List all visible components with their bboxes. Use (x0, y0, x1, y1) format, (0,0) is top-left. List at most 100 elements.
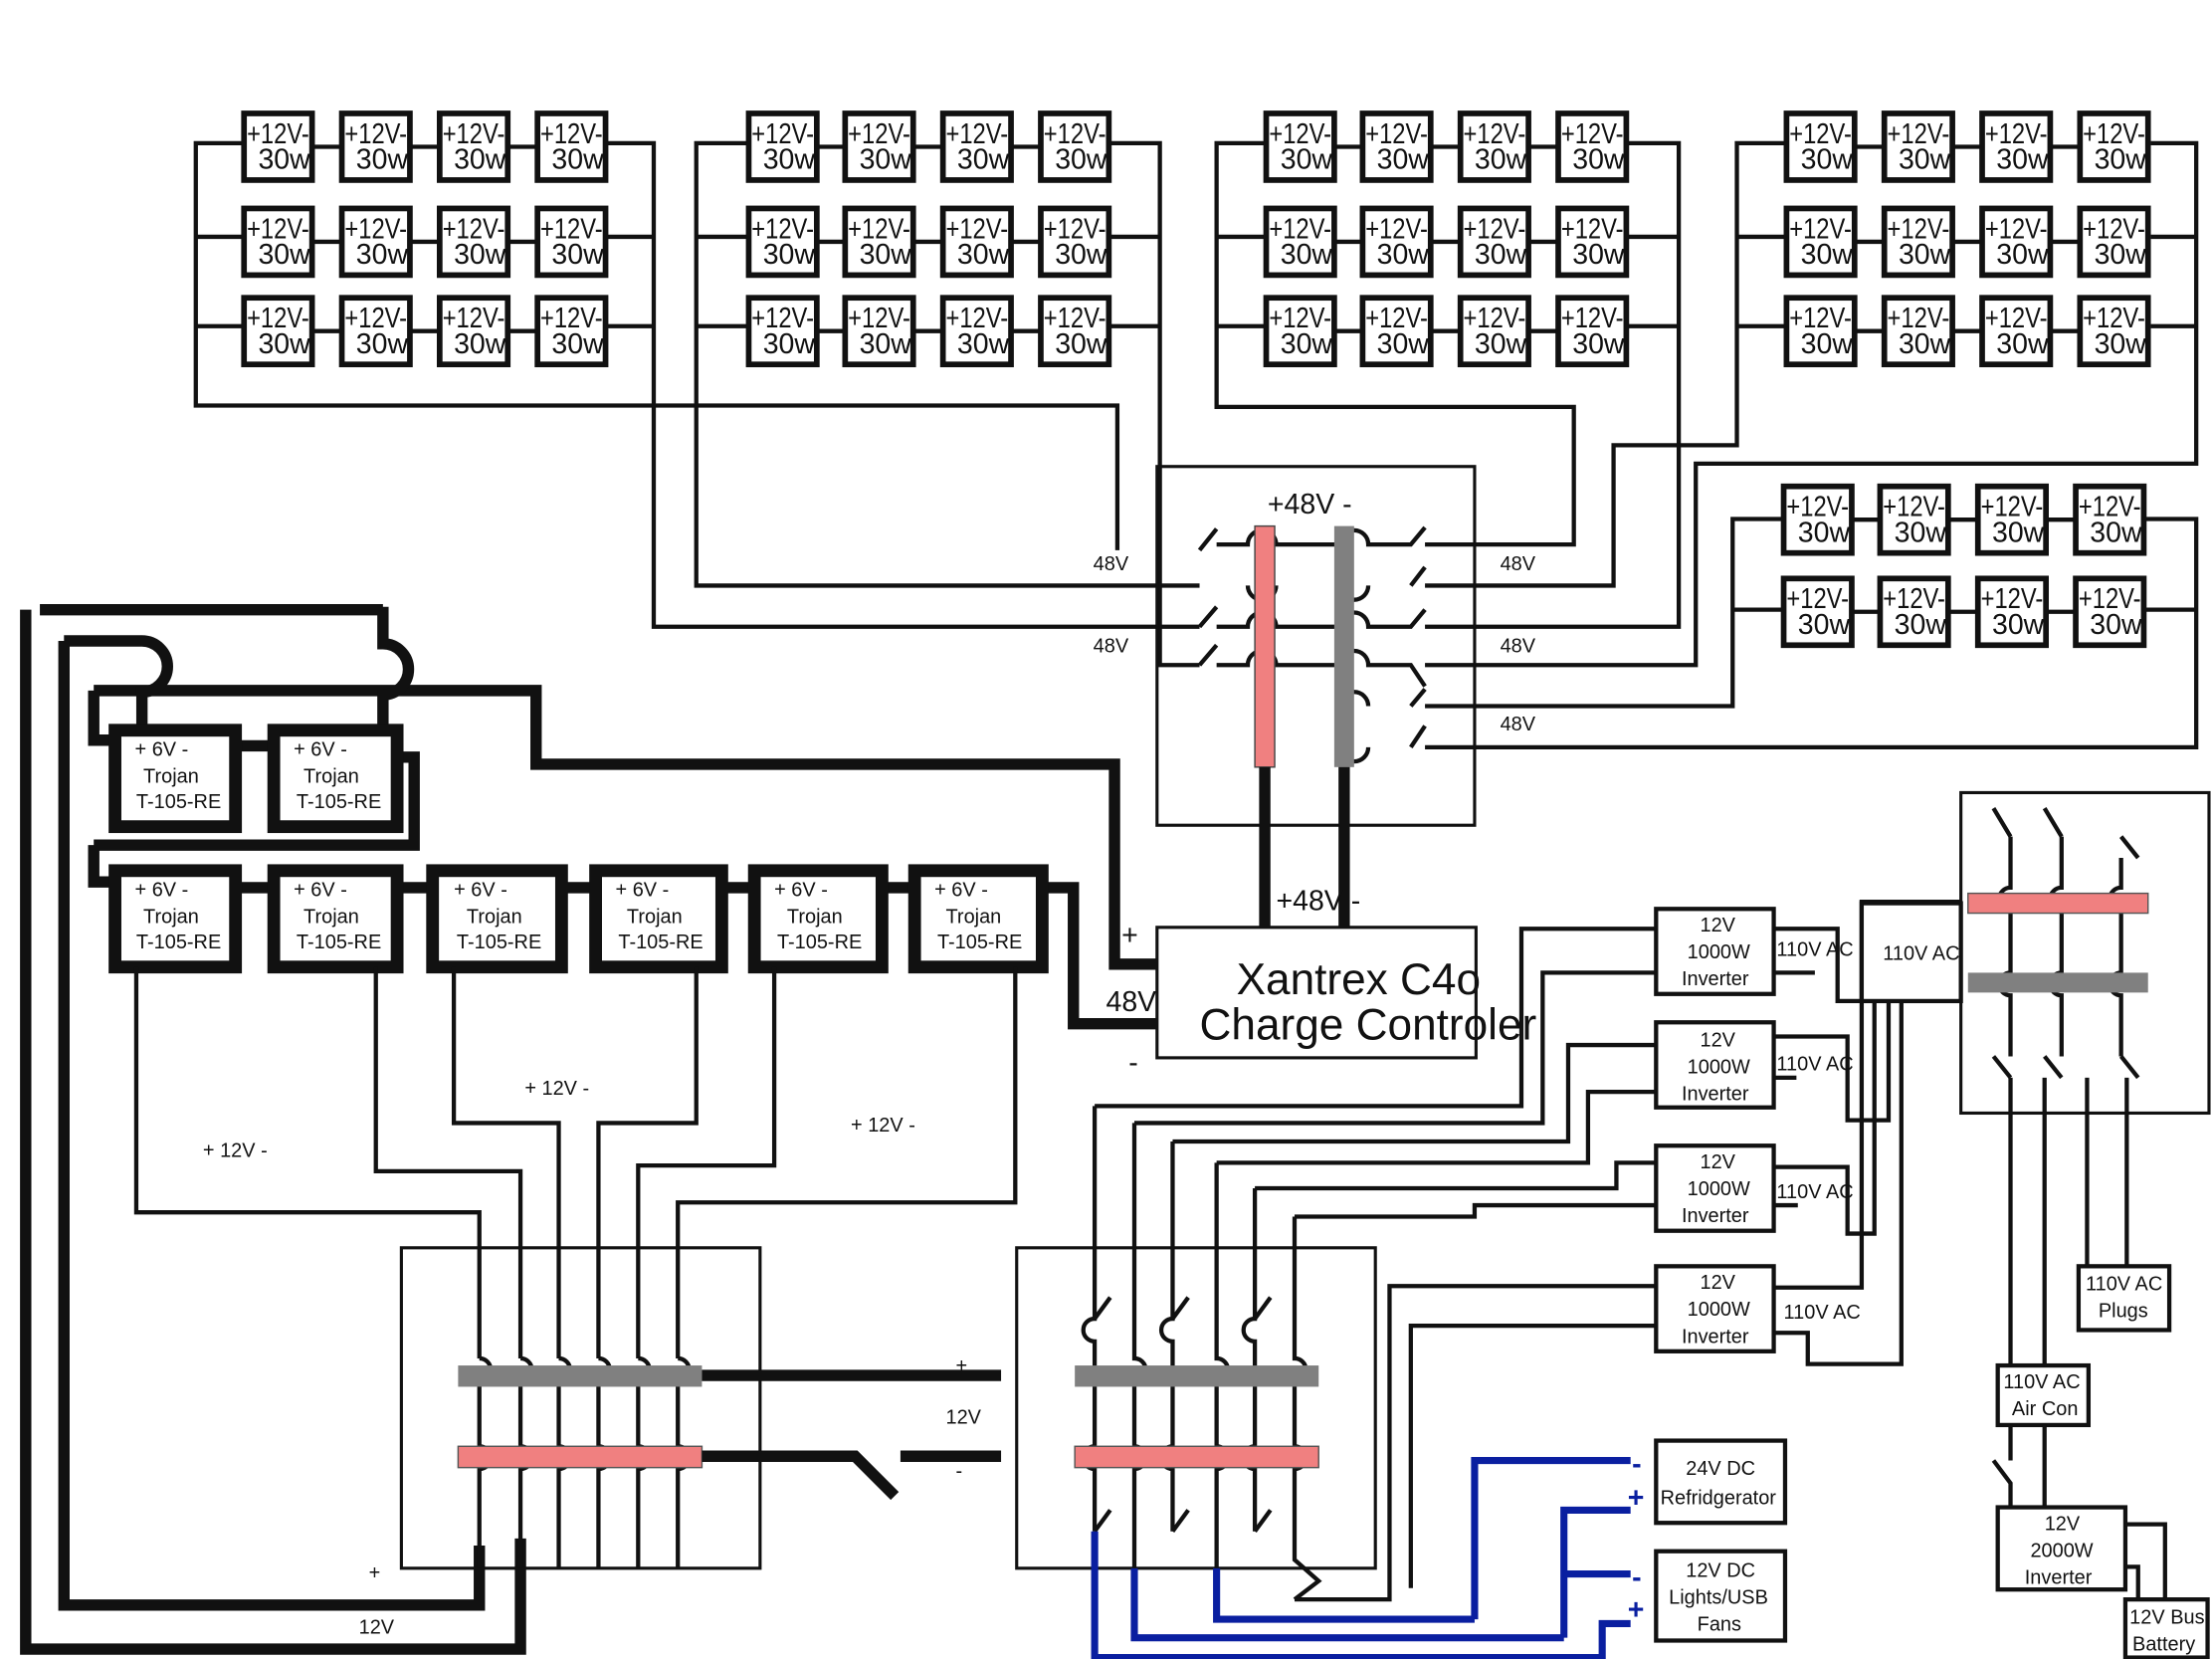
solar-panel-voltage: +12V- (2079, 492, 2141, 523)
solar-panel-voltage: +12V- (247, 118, 309, 150)
charge-controller: Xantrex C4o Charge Controler + 48V - (1106, 920, 1537, 1079)
solar-panel: +12V-30w (1881, 295, 1955, 368)
inverter-power: 1000W (1688, 1299, 1750, 1321)
solar-panel-voltage: +12V- (1888, 213, 1950, 245)
solar-panel-voltage: +12V- (1269, 213, 1331, 245)
solar-panel: +12V-30w (1457, 110, 1531, 183)
battery-4: + 6V - Trojan T-105-RE (267, 864, 404, 974)
solar-panel-watts: 30w (551, 328, 604, 360)
solar-panel-voltage: +12V- (540, 213, 603, 245)
solar-panel-watts: 30w (258, 144, 310, 176)
solar-panel-voltage: +12V- (848, 213, 910, 245)
solar-panel-box (2077, 295, 2151, 368)
ac-plugs: 110V AC Plugs (2076, 1264, 2172, 1333)
solar-panel: +12V-30w (241, 295, 315, 368)
battery-brand: Trojan (467, 907, 522, 929)
solar-panel-voltage: +12V- (1561, 303, 1624, 334)
solar-panel-voltage: +12V- (945, 213, 1008, 245)
solar-panel-watts: 30w (1798, 609, 1851, 641)
solar-panel-voltage: +12V- (1365, 213, 1428, 245)
solar-panel-voltage: +12V- (443, 118, 505, 150)
solar-panel-box (437, 295, 511, 368)
combiner-breakers-right[interactable] (1216, 565, 1427, 764)
solar-panel-box (1877, 575, 1951, 649)
combiner-breakers-left[interactable] (1197, 525, 1427, 667)
solar-panel-watts: 30w (860, 328, 912, 360)
battery-model: T-105-RE (777, 932, 862, 953)
solar-panel-watts: 30w (1475, 144, 1527, 176)
solar-panel-voltage: +12V- (848, 303, 910, 334)
solar-panel-box (745, 295, 820, 368)
battery-brand: Trojan (143, 765, 199, 787)
solar-panel-voltage: +12V- (945, 118, 1008, 150)
solar-panel-box (1974, 483, 2049, 556)
solar-panel-watts: 30w (258, 239, 310, 271)
solar-panel: +12V-30w (1979, 205, 2054, 279)
solar-panel-box (1555, 110, 1630, 183)
battery-2: + 6V - Trojan T-105-RE (267, 724, 404, 834)
solar-panel: +12V-30w (1359, 295, 1434, 368)
fridge-voltage: 24V DC (1686, 1458, 1755, 1480)
solar-panel-box (437, 205, 511, 279)
air-conditioner: 110V AC Air Con (1995, 1362, 2092, 1428)
solar-panel-voltage: +12V- (751, 303, 814, 334)
solar-panel-watts: 30w (1055, 239, 1107, 271)
solar-panel-voltage: +12V- (443, 303, 505, 334)
battery-model: T-105-RE (297, 791, 381, 813)
bank-12v-label-c: + 12V - (851, 1115, 915, 1137)
fridge-label: Refridgerator (1661, 1488, 1777, 1510)
battery-voltage: + 6V - (934, 879, 988, 901)
solar-panel-watts: 30w (1377, 239, 1430, 271)
solar-panel-watts: 30w (1572, 328, 1625, 360)
solar-panel: +12V-30w (338, 205, 413, 279)
dc-bus-box-left: + 12V (359, 1246, 762, 1638)
solar-panel-voltage: +12V- (2083, 213, 2145, 245)
solar-panel-watts: 30w (1475, 328, 1527, 360)
solar-panel-watts: 30w (1281, 144, 1333, 176)
solar-panel-box (1783, 295, 1858, 368)
solar-panel-watts: 30w (454, 328, 506, 360)
solar-panel: +12V-30w (338, 110, 413, 183)
plugs-label: Plugs (2099, 1301, 2148, 1323)
aircon-breaker[interactable] (1991, 1459, 2013, 1508)
battery-brand: Trojan (303, 765, 359, 787)
battery-voltage: + 6V - (294, 738, 347, 760)
solar-panel: +12V-30w (2077, 110, 2151, 183)
pv-combiner-box: +48V - 48V 48V 48V 48V 48V (1094, 465, 1536, 827)
battery-1: + 6V - Trojan T-105-RE (108, 724, 243, 834)
solar-panel: +12V-30w (842, 295, 916, 368)
solar-panel: +12V-30w (1263, 110, 1337, 183)
solar-panel-watts: 30w (1801, 328, 1854, 360)
solar-panels: +12V-30w+12V-30w+12V-30w+12V-30w+12V-30w… (241, 110, 2151, 649)
solar-panel: +12V-30w (1881, 110, 1955, 183)
solar-panel-voltage: +12V- (1786, 492, 1849, 523)
solar-panel-box (1783, 110, 1858, 183)
solar-panel-voltage: +12V- (2083, 118, 2145, 150)
inverter-2000w-voltage: 12V (2045, 1513, 2081, 1535)
solar-panel-watts: 30w (1899, 144, 1951, 176)
solar-panel-box (1979, 205, 2054, 279)
solar-panel-voltage: +12V- (1981, 492, 2044, 523)
inverter-power: 1000W (1688, 1057, 1750, 1079)
battery-model: T-105-RE (937, 932, 1022, 953)
solar-panel-watts: 30w (1992, 609, 2045, 641)
solar-panel-box (1457, 205, 1531, 279)
battery-model: T-105-RE (457, 932, 541, 953)
inverter-label: Inverter (1682, 968, 1749, 990)
battery-model: T-105-RE (618, 932, 703, 953)
battery-brand: Trojan (143, 907, 199, 929)
solar-panel-watts: 30w (2090, 517, 2142, 548)
solar-panel-box (1263, 110, 1337, 183)
solar-panel-box (2077, 205, 2151, 279)
solar-panel: +12V-30w (1877, 575, 1951, 649)
solar-panel-watts: 30w (1895, 609, 1947, 641)
solar-panel: +12V-30w (534, 295, 609, 368)
inverter-4: 12V 1000W Inverter (1654, 1264, 1776, 1353)
solar-panel-box (1359, 205, 1434, 279)
solar-panel-voltage: +12V- (344, 118, 407, 150)
solar-panel-voltage: +12V- (1044, 118, 1106, 150)
bus-48v-label: +48V - (1268, 489, 1352, 520)
solar-panel: +12V-30w (437, 205, 511, 279)
solar-panel-watts: 30w (1055, 144, 1107, 176)
